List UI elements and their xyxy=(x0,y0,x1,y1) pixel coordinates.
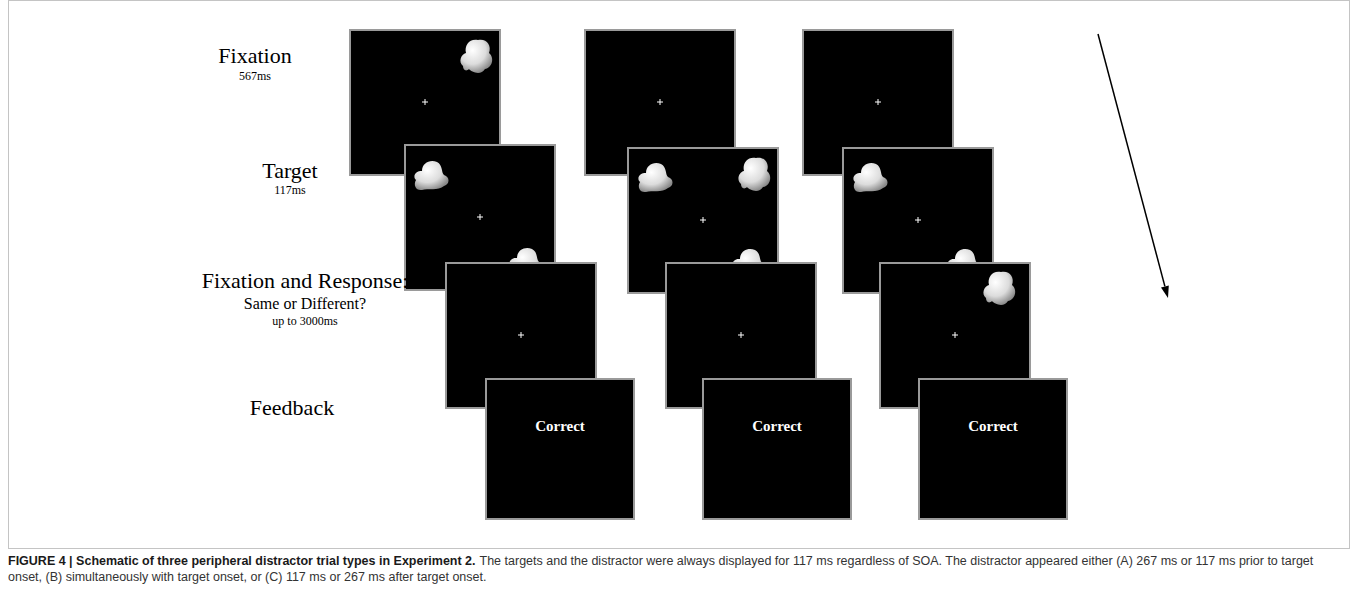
feedback-screen: Correct xyxy=(485,378,635,520)
phase-label: Fixation and Response: xyxy=(202,268,409,293)
feedback-screen: Correct xyxy=(918,378,1068,520)
phase-label: Feedback xyxy=(250,395,334,420)
figure-title: FIGURE 4 | Schematic of three peripheral… xyxy=(8,554,476,568)
fixation-cross xyxy=(518,332,524,338)
figure-caption-block: FIGURE 4 | Schematic of three peripheral… xyxy=(8,553,1350,585)
distractor-shape xyxy=(983,272,1015,305)
phase-label: Target xyxy=(262,158,317,183)
feedback-text: Correct xyxy=(920,418,1066,435)
distractor-shape xyxy=(460,40,492,73)
feedback-text: Correct xyxy=(704,418,850,435)
feedback-screen: Correct xyxy=(702,378,852,520)
fixation-cross xyxy=(738,332,744,338)
time-arrow xyxy=(1098,34,1169,298)
feedback-text: Correct xyxy=(487,418,633,435)
target-shape xyxy=(414,161,448,190)
phase-label: Fixation xyxy=(218,43,291,68)
target-shape xyxy=(638,163,672,192)
fixation-cross xyxy=(952,332,958,338)
fixation-cross xyxy=(915,217,921,223)
fixation-cross xyxy=(700,217,706,223)
fixation-cross xyxy=(875,99,881,105)
phase-note: 567ms xyxy=(239,70,271,84)
fixation-cross xyxy=(657,99,663,105)
phase-note: up to 3000ms xyxy=(272,315,337,329)
phase-note: 117ms xyxy=(274,184,306,198)
fixation-cross xyxy=(477,214,483,220)
figure-frame xyxy=(9,1,1350,549)
phase-note: Same or Different? xyxy=(244,295,366,313)
target-shape xyxy=(853,163,887,192)
distractor-shape xyxy=(738,158,770,191)
fixation-cross xyxy=(422,99,428,105)
